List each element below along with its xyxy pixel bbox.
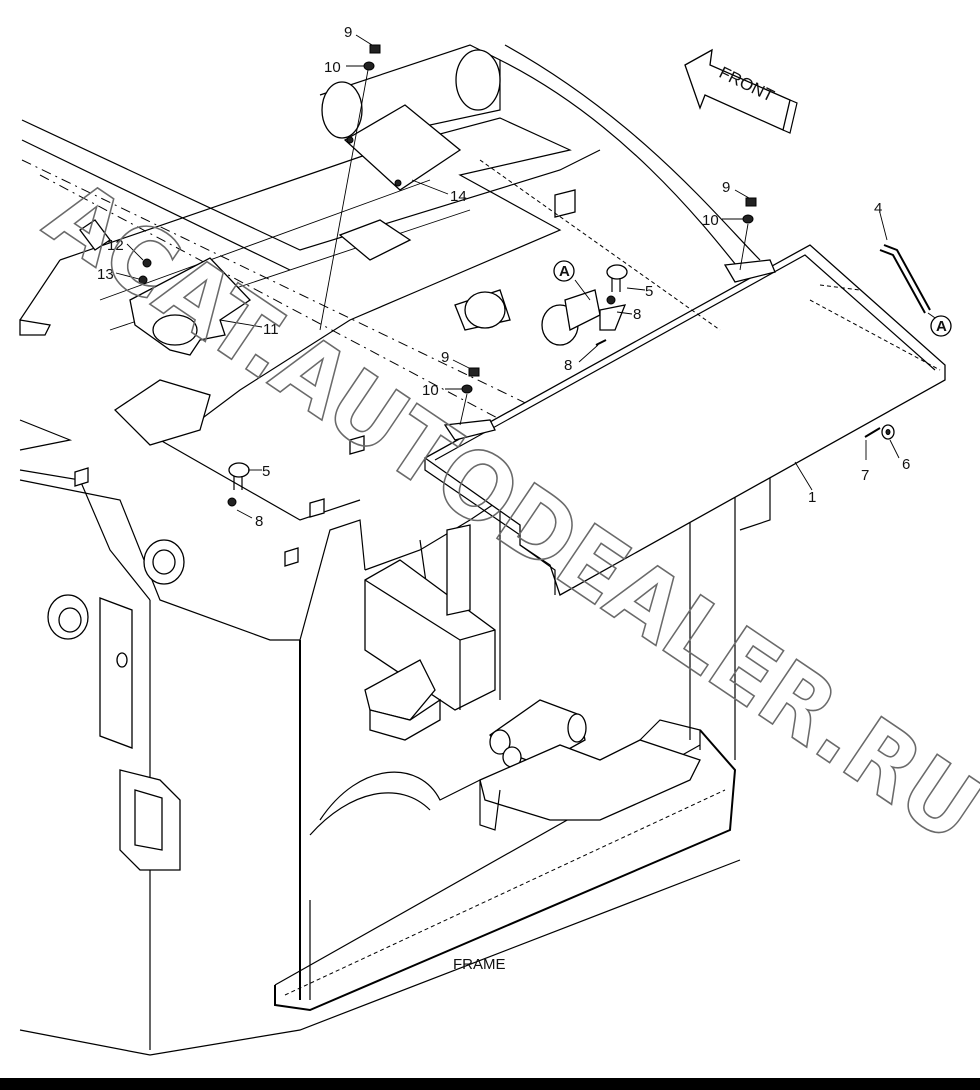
callout-8-left: 8 <box>255 513 263 530</box>
part-11-gasket <box>129 257 252 356</box>
callout-11: 11 <box>263 321 279 338</box>
callout-6: 6 <box>902 456 910 473</box>
callout-9-top: 9 <box>344 24 352 41</box>
callout-a-mid: A <box>553 260 575 282</box>
callout-4: 4 <box>874 200 882 217</box>
callout-13: 13 <box>97 266 114 283</box>
part-1-cover <box>423 244 946 596</box>
frame-label: FRAME <box>453 956 506 973</box>
callout-a-mid-label: A <box>559 263 570 280</box>
callout-7: 7 <box>861 467 869 484</box>
bottom-border <box>0 1078 980 1090</box>
leader-lines <box>115 34 941 519</box>
callout-5-mid: 5 <box>645 283 653 300</box>
latch-assembly <box>541 289 627 346</box>
part-14-plate <box>343 104 462 191</box>
front-arrow: FRONT <box>684 48 798 134</box>
callout-10-mid: 10 <box>422 382 439 399</box>
callout-9-mid: 9 <box>441 349 449 366</box>
callout-12: 12 <box>107 237 124 254</box>
callout-8-mid-a: 8 <box>633 306 641 323</box>
callout-5-left: 5 <box>262 463 270 480</box>
callout-a-right: A <box>930 315 952 337</box>
callout-14: 14 <box>450 188 467 205</box>
callout-1: 1 <box>808 489 816 506</box>
callout-10-right: 10 <box>702 212 719 229</box>
callout-9-right: 9 <box>722 179 730 196</box>
frame-body <box>19 44 771 1056</box>
part-4-rod <box>879 244 931 314</box>
callout-10-top: 10 <box>324 59 341 76</box>
callout-a-right-label: A <box>936 318 947 335</box>
callout-8-mid-b: 8 <box>564 357 572 374</box>
